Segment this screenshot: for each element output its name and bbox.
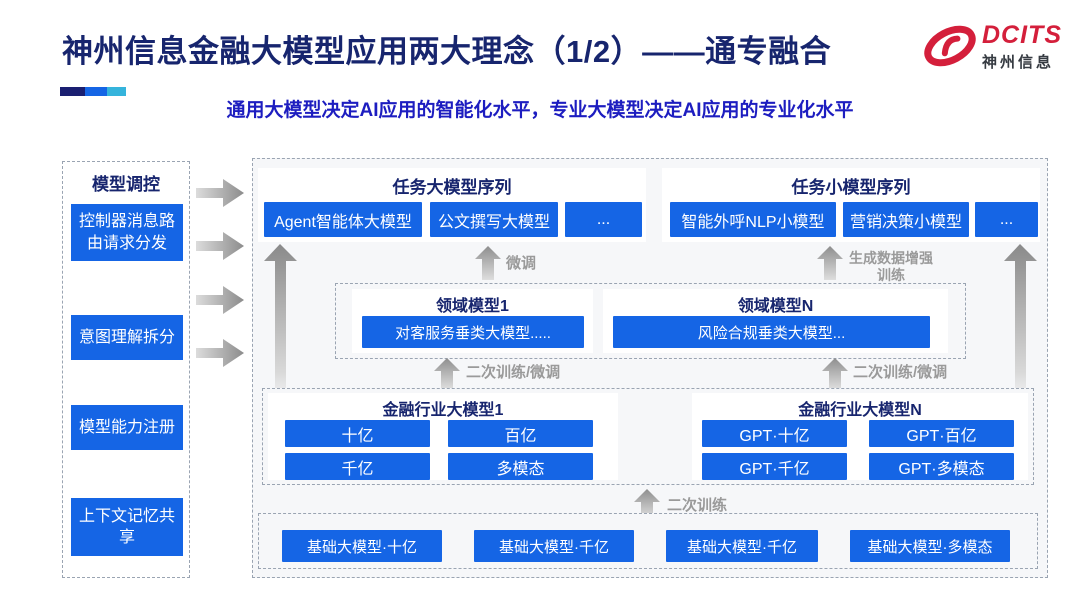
tall-up-arrow-icon [264, 244, 297, 416]
logo-brand-cn: 神州信息 [982, 53, 1055, 71]
gen-train-label: 生成数据增强训练 [849, 250, 933, 283]
accent-segment-blue [85, 87, 107, 96]
accent-segment-navy [60, 87, 85, 96]
domain-model-n-title: 领域模型N [737, 298, 814, 315]
model-box-agent: Agent智能体大模型 [264, 202, 422, 237]
model-box-risk-compliance: 风险合规垂类大模型... [613, 316, 930, 348]
model-control-title: 模型调控 [92, 175, 160, 194]
retrain-finetune-label: 二次训练/微调 [466, 364, 561, 381]
model-box-10b: 百亿 [448, 420, 593, 447]
model-box-base-multimodal: 基础大模型·多模态 [850, 530, 1010, 562]
retrain-label: 二次训练 [667, 497, 728, 514]
industry-model-1-title: 金融行业大模型1 [382, 402, 504, 419]
model-box-document: 公文撰写大模型 [430, 202, 558, 237]
page-title: 神州信息金融大模型应用两大理念（1/2）——通专融合 [62, 34, 832, 69]
up-arrow-icon [434, 358, 460, 389]
dcits-swirl-icon [924, 25, 976, 67]
model-box-gpt-multimodal: GPT·多模态 [869, 453, 1014, 480]
task-large-title: 任务大模型序列 [392, 178, 512, 197]
model-box-base-1b: 基础大模型·十亿 [282, 530, 442, 562]
model-box-100b: 千亿 [285, 453, 430, 480]
tall-up-arrow-icon [1004, 244, 1037, 416]
retrain-finetune-label: 二次训练/微调 [853, 364, 948, 381]
up-arrow-icon [817, 246, 843, 280]
task-small-title: 任务小模型序列 [791, 178, 911, 197]
logo-brand-en: DCITS [982, 20, 1062, 49]
sidebar-item-register: 模型能力注册 [71, 405, 183, 450]
subtitle: 通用大模型决定AI应用的智能化水平，专业大模型决定AI应用的专业化水平 [226, 100, 854, 121]
right-arrow-icon [196, 286, 244, 314]
model-box-base-100b-b: 基础大模型·千亿 [666, 530, 818, 562]
model-box-gpt-1b: GPT·十亿 [702, 420, 847, 447]
up-arrow-icon [822, 358, 848, 389]
company-logo: DCITS 神州信息 [922, 20, 1062, 72]
model-box-marketing: 营销决策小模型 [843, 202, 969, 237]
model-box-gpt-10b: GPT·百亿 [869, 420, 1014, 447]
model-box-more-small: ... [975, 202, 1038, 237]
model-control-panel: 模型调控 控制器消息路由请求分发 意图理解拆分 模型能力注册 上下文记忆共享 [62, 161, 190, 578]
right-arrow-icon [196, 179, 244, 207]
model-box-gpt-100b: GPT·千亿 [702, 453, 847, 480]
model-box-multimodal: 多模态 [448, 453, 593, 480]
sidebar-item-context: 上下文记忆共享 [71, 498, 183, 556]
title-accent-bar [60, 87, 126, 96]
up-arrow-icon [475, 246, 501, 280]
model-box-1b: 十亿 [285, 420, 430, 447]
up-arrow-icon [634, 489, 660, 518]
domain-model-1-title: 领域模型1 [436, 298, 509, 315]
sidebar-item-router: 控制器消息路由请求分发 [71, 204, 183, 261]
industry-model-n-title: 金融行业大模型N [798, 402, 922, 419]
model-box-nlp-call: 智能外呼NLP小模型 [670, 202, 836, 237]
model-box-more-large: ... [565, 202, 642, 237]
right-arrow-icon [196, 339, 244, 367]
sidebar-item-intent: 意图理解拆分 [71, 315, 183, 360]
model-box-customer-service: 对客服务垂类大模型..... [362, 316, 584, 348]
model-box-base-100b-a: 基础大模型·千亿 [474, 530, 634, 562]
finetune-label: 微调 [506, 255, 537, 272]
right-arrow-icon [196, 232, 244, 260]
accent-segment-cyan [107, 87, 126, 96]
